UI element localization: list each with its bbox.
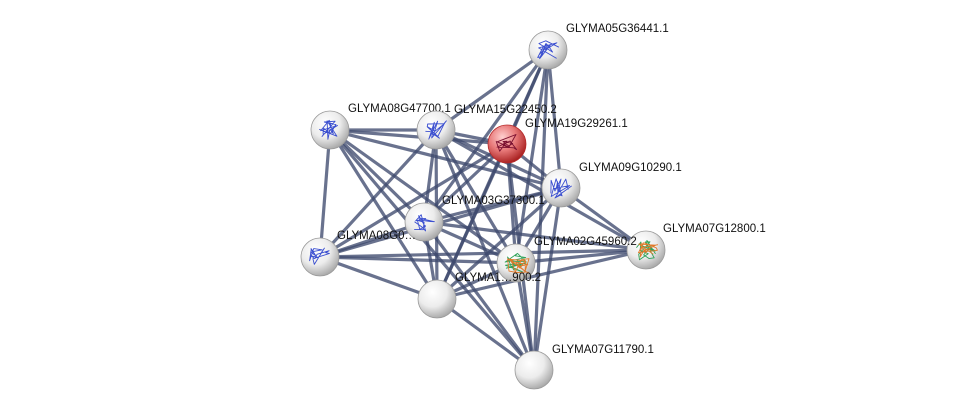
node-glyma09g10290-1[interactable]: GLYMA09G10290.1 xyxy=(541,162,682,208)
edge xyxy=(532,186,563,372)
edge xyxy=(422,220,648,252)
edge xyxy=(422,48,550,224)
node-glyma05g36441-1[interactable]: GLYMA05G36441.1 xyxy=(528,23,669,70)
node-label: GLYMA15G22450.2 xyxy=(454,104,557,116)
edge xyxy=(328,128,426,224)
node-circle[interactable] xyxy=(300,237,340,277)
node-label: GLYMA09G10290.1 xyxy=(579,162,682,174)
edge xyxy=(318,128,438,259)
edge xyxy=(532,48,550,372)
edge xyxy=(434,128,648,252)
edge xyxy=(422,220,536,372)
node-label: GLYMA08G47700.1 xyxy=(348,103,451,115)
node-circle[interactable] xyxy=(514,350,554,390)
edge xyxy=(546,48,563,190)
protein-structure-icon xyxy=(636,239,656,261)
node-circle[interactable] xyxy=(528,30,568,70)
protein-structure-icon xyxy=(537,40,560,60)
node-label: GLYMA05G36441.1 xyxy=(566,23,669,35)
protein-structure-icon xyxy=(504,252,527,273)
node-label: GLYMA1…900.2 xyxy=(455,272,541,284)
node-glyma19g29261-1[interactable]: GLYMA19G29261.1 xyxy=(487,118,628,164)
edge xyxy=(435,186,563,301)
node-glyma07g12800-1[interactable]: GLYMA07G12800.1 xyxy=(626,223,766,270)
edge xyxy=(328,128,536,372)
edge xyxy=(328,128,439,301)
node-label: GLYMA07G12800.1 xyxy=(663,223,766,235)
protein-structure-icon xyxy=(495,134,518,152)
edge xyxy=(435,142,509,301)
node-label: GLYMA07G11790.1 xyxy=(552,344,654,356)
protein-structure-icon xyxy=(637,242,659,258)
edge xyxy=(435,248,648,301)
edges-layer xyxy=(318,48,648,372)
query-node-circle[interactable] xyxy=(487,124,527,164)
node-circle[interactable] xyxy=(417,279,457,319)
edge xyxy=(435,297,536,372)
protein-structure-icon xyxy=(309,247,330,265)
protein-structure-icon xyxy=(550,178,572,199)
edge xyxy=(318,248,648,259)
node-label: GLYMA19G29261.1 xyxy=(525,118,628,130)
edge xyxy=(434,48,550,132)
node-glyma07g11790-1[interactable]: GLYMA07G11790.1 xyxy=(514,344,654,390)
protein-structure-icon xyxy=(414,214,435,232)
node-glyma15g22450-2[interactable]: GLYMA15G22450.2 xyxy=(416,104,557,150)
edge xyxy=(318,128,332,259)
protein-structure-icon xyxy=(507,258,530,273)
node-glyma08g0xxxx-1[interactable]: GLYMA08G0… xyxy=(300,230,416,277)
edge xyxy=(318,255,439,301)
node-glyma03g37300-1[interactable]: GLYMA03G37300.1 xyxy=(404,195,545,242)
edge xyxy=(318,255,518,265)
protein-structure-icon xyxy=(319,119,338,140)
node-glyma08g47700-1[interactable]: GLYMA08G47700.1 xyxy=(310,103,451,150)
protein-structure-icon xyxy=(425,120,447,140)
node-label: GLYMA03G37300.1 xyxy=(442,195,545,207)
node-label: GLYMA02G45960.2 xyxy=(534,236,637,248)
edge xyxy=(318,142,509,259)
edge xyxy=(514,248,648,265)
node-glyma02g45960-2[interactable]: GLYMA02G45960.2 xyxy=(496,236,637,283)
node-glyma1xg0x900-2[interactable]: GLYMA1…900.2 xyxy=(417,272,541,319)
edge xyxy=(514,48,550,265)
node-label: GLYMA08G0… xyxy=(337,230,416,242)
